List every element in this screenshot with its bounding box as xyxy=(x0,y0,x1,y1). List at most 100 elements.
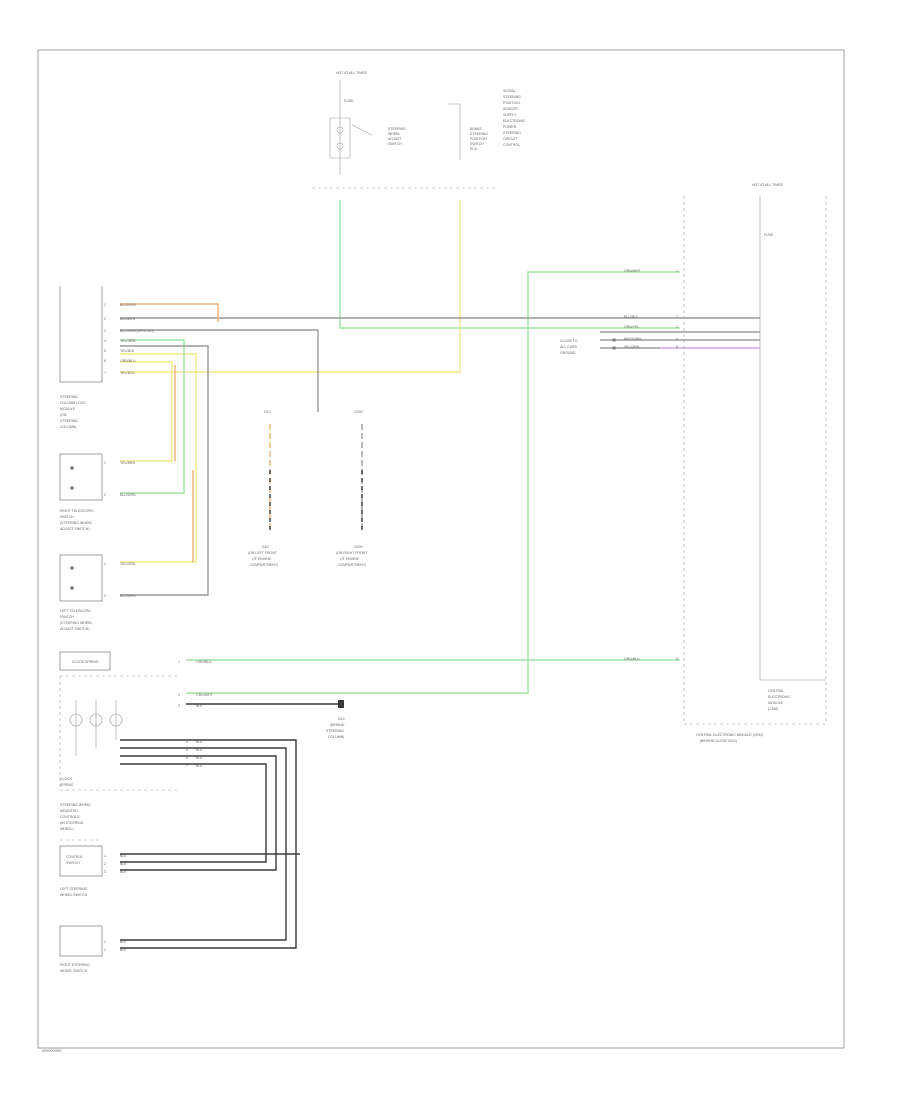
ground-right-label-3: COMPARTMENT) xyxy=(338,563,366,567)
lsw-label-0: LEFT STEERING xyxy=(60,887,88,891)
top-switch-label-0: STEERING xyxy=(388,127,406,131)
rsw-pin-num: 2 xyxy=(104,948,106,952)
lsw-pin-wire: BLK xyxy=(120,870,127,874)
lsw-inner-0: CONTROL xyxy=(66,855,83,859)
footer-code: W0000000 xyxy=(42,1048,62,1053)
lt-label-0: LEFT TELESCOPIC xyxy=(60,609,92,613)
cs-ground-label-3: COLUMN) xyxy=(328,735,344,739)
top-connector-label-4: ECU xyxy=(470,147,478,151)
left-pin-num: 3 xyxy=(104,329,106,333)
top-right-text-5: ELECTRONIC xyxy=(503,119,526,123)
lt-pin-num: 2 xyxy=(104,594,106,598)
rt-pin-num: 2 xyxy=(104,493,106,497)
cs-pin-wire: BLK xyxy=(196,704,203,708)
rsw-pin-wire: BLK xyxy=(120,948,127,952)
cs-ground-label-0: G10 xyxy=(338,717,345,721)
left-pin-num: 5 xyxy=(104,349,106,353)
top-right-text-7: STEERING xyxy=(503,131,521,135)
left-module-label-0: STEERING xyxy=(60,395,78,399)
left-steering-wheel-switch: CONTROL SWITCH 1 BLK 2 BLK 3 BLK LEFT ST… xyxy=(59,839,127,897)
steering-column-lock-module: 1 BLU/ORN 2 BLU/WHT 3 BLU/GRN (SPLICED) … xyxy=(59,286,154,429)
cem-pin-num: 1 xyxy=(676,269,678,273)
right-steering-wheel-switch: 1 BLK 2 BLK RIGHT STEERING WHEEL SWITCH xyxy=(59,925,127,973)
cs-ground-label-1: (BEHIND xyxy=(330,723,345,727)
cem-left-note-0: CLOSE TO xyxy=(560,339,578,343)
left-pin-wire: GRN/BLU xyxy=(120,359,136,363)
wire-black-2 xyxy=(120,739,297,949)
cem-module-label-3: (CEM) xyxy=(768,707,778,711)
ground-g10-left: G10 G10 (ON LEFT FRONT OF ENGINE COMPART… xyxy=(248,410,278,567)
rt-pin-num: 1 xyxy=(104,461,106,465)
lsw-pin-wire: BLK xyxy=(120,862,127,866)
cs-pin-num: 3 xyxy=(178,704,180,708)
cem-pin-num: 4 xyxy=(676,337,678,341)
lsw-pin-num: 1 xyxy=(104,854,106,858)
top-switch-label-3: SWITCH xyxy=(388,142,402,146)
wire-black-4 xyxy=(120,755,277,871)
left-module-label-4: STEERING xyxy=(60,419,78,423)
left-pin-num: 2 xyxy=(104,317,106,321)
cs-pin-wire: BLK xyxy=(196,756,203,760)
cem-pin-wire: BLU/BLK xyxy=(624,315,639,319)
rsw-pin-wire: BLK xyxy=(120,940,127,944)
top-right-text-0: SIGNAL xyxy=(503,89,516,93)
cs-sub-label-3: (IN STEERING xyxy=(60,821,84,825)
left-pin-num: 1 xyxy=(104,303,106,307)
left-pin-num: 7 xyxy=(104,371,106,375)
left-pin-wire: BLU/WHT xyxy=(120,317,137,321)
clock-spring-block: CLOCK SPRING 1 GRN/BLU 2 GRN/WHT 3 BLK 4… xyxy=(59,651,345,831)
ground-right-top: G200 xyxy=(354,410,363,414)
left-module-pins: 1 BLU/ORN 2 BLU/WHT 3 BLU/GRN (SPLICED) … xyxy=(104,303,154,375)
left-pin-wire: YEL/GRN xyxy=(120,339,136,343)
wire-gray-2 xyxy=(120,329,319,412)
cem-module-label-2: MODULE xyxy=(768,701,784,705)
left-module-label-2: MODULE xyxy=(60,407,76,411)
left-pin-wire: BLU/GRN (SPLICED) xyxy=(120,329,154,333)
lsw-inner-1: SWITCH xyxy=(66,861,80,865)
cs-pin-num: 1 xyxy=(178,660,180,664)
cs-pin-num: 4 xyxy=(186,740,188,744)
rt-label-2: (STEERING WHEEL xyxy=(60,521,93,525)
cem-bottom-label-0: CENTRAL ELECTRONIC MODULE (CEM) xyxy=(696,733,763,737)
top-fuse-label: FUSE xyxy=(344,99,354,103)
ground-left-label-3: COMPARTMENT) xyxy=(250,563,278,567)
ground-left-top: G10 xyxy=(264,410,271,414)
top-hot-label: HOT AT ALL TIMES xyxy=(336,71,367,75)
ground-left-label-0: G10 xyxy=(262,545,269,549)
ground-left-label-2: OF ENGINE xyxy=(252,557,272,561)
cs-sub-label-4: WHEEL) xyxy=(60,827,74,831)
top-right-text-9: CONTROL xyxy=(503,143,520,147)
top-switch-label-1: WHEEL xyxy=(388,132,401,136)
right-telescopic-switch: 1 YEL/BRN 2 BLU/GRN RIGHT TELESCOPIC SWI… xyxy=(59,453,136,531)
cs-sub-label-0: STEERING WHEEL xyxy=(60,803,91,807)
lt-label-1: SWITCH xyxy=(60,615,74,619)
cem-bottom-label-1: (BEHIND GLOVE BOX) xyxy=(700,739,737,743)
ground-g200-right: G200 G200 (ON RIGHT FRONT OF ENGINE COMP… xyxy=(336,410,368,567)
cem-pin-num: 2 xyxy=(676,315,678,319)
lsw-pin-wire: BLK xyxy=(120,854,127,858)
cs-section-label-1: SPRING xyxy=(60,783,74,787)
lt-pin-wire: BLU/GRN xyxy=(120,594,136,598)
left-pin-num: 4 xyxy=(104,339,106,343)
ground-right-label-2: OF ENGINE xyxy=(340,557,360,561)
cs-pin-num: 5 xyxy=(186,748,188,752)
cem-pin-wire: GRN/BLU xyxy=(624,657,640,661)
wire-black-3 xyxy=(120,747,287,941)
cem-pin-wire: GRN/WHT xyxy=(624,269,642,273)
central-electronic-module: HOT AT ALL TIMES FUSE GRN/WHT 1 BLU/BLK … xyxy=(560,183,827,743)
rt-pin-wire: BLU/GRN xyxy=(120,493,136,497)
wire-gray-6 xyxy=(120,345,209,596)
cs-section-label-0: CLOCK xyxy=(60,777,73,781)
lsw-pin-num: 2 xyxy=(104,862,106,866)
ground-right-label-1: (ON RIGHT FRONT xyxy=(336,551,368,555)
left-pin-wire: YEL/BLU xyxy=(120,371,135,375)
cem-module-label-0: CENTRAL xyxy=(768,689,784,693)
lt-label-3: ADJUST SWITCH) xyxy=(60,627,90,631)
lt-label-2: (STEERING WHEEL xyxy=(60,621,93,625)
cs-pin-num: 6 xyxy=(186,756,188,760)
top-switch-block: HOT AT ALL TIMES FUSE STEERING WHEEL ADJ… xyxy=(312,71,526,189)
lt-pin-num: 1 xyxy=(104,562,106,566)
clock-spring-header: CLOCK SPRING xyxy=(72,660,99,664)
wire-yellow-2 xyxy=(120,361,173,462)
left-telescopic-switch: 1 YEL/ORN 2 BLU/GRN LEFT TELESCOPIC SWIT… xyxy=(59,554,136,631)
